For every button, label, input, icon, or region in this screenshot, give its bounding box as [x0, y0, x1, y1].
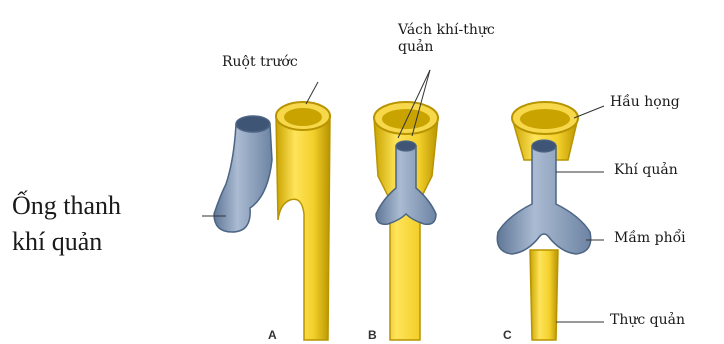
panel-c-esophagus	[530, 250, 558, 340]
panel-letter-a: A	[268, 328, 277, 342]
label-ruot-truoc: Ruột trước	[222, 54, 298, 71]
panel-letter-b: B	[368, 328, 377, 342]
panel-c-trachea	[497, 146, 590, 254]
label-vach-khi-thuc-quan: Vách khí-thực quản	[398, 22, 495, 56]
panel-a-blue-opening	[236, 116, 270, 132]
panel-a-foregut	[276, 116, 330, 340]
panel-letter-c: C	[503, 328, 512, 342]
label-hau-hong: Hầu họng	[610, 94, 680, 111]
label-khi-quan: Khí quản	[614, 162, 678, 179]
panel-c-illustration	[497, 102, 590, 340]
panel-a-illustration	[214, 102, 330, 340]
label-thuc-quan: Thực quản	[610, 312, 685, 329]
panel-b-illustration	[374, 102, 438, 340]
leader-ruot-truoc	[306, 82, 318, 104]
label-mam-phoi: Mầm phổi	[614, 230, 686, 247]
leader-hau-hong	[574, 106, 604, 118]
